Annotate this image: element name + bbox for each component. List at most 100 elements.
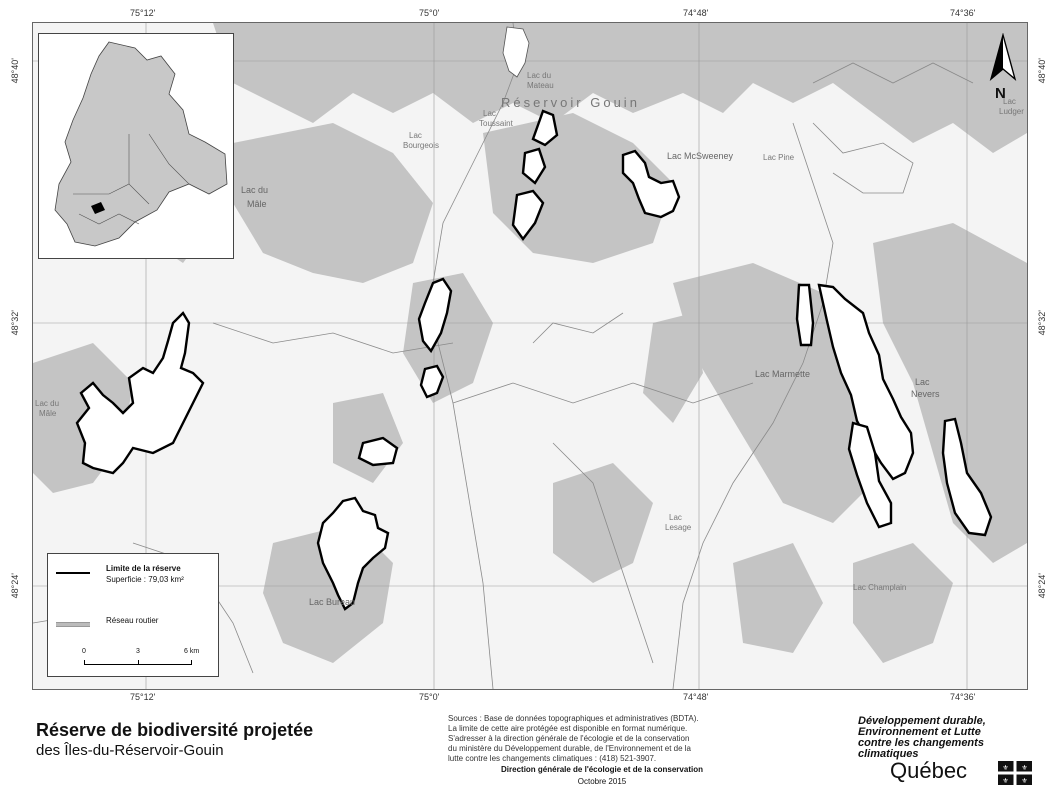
label-lac-marmette: Lac Marmette <box>755 369 811 379</box>
left-coord-2: 48°32' <box>10 310 20 336</box>
direction-generale: Direction générale de l'écologie et de l… <box>501 765 703 774</box>
reservoir-town <box>502 26 530 78</box>
top-coord-2: 75°0' <box>419 8 440 18</box>
map-frame: Réservoir Gouin Lac McSweeney Lac du Mâl… <box>32 22 1028 690</box>
svg-text:⚜: ⚜ <box>1002 777 1008 785</box>
label-lac-du-male: Lac du <box>241 185 269 195</box>
road-3 <box>452 382 754 404</box>
water-north <box>213 23 1027 153</box>
right-coord-2: 48°32' <box>1037 310 1047 336</box>
inset-canvas <box>54 41 228 247</box>
label-lac-toussaint: Lac <box>483 109 496 118</box>
water-strip-2 <box>643 313 703 423</box>
quebec-flag-icon: ⚜ ⚜ ⚜ ⚜ <box>998 761 1032 785</box>
bottom-coord-3: 74°48' <box>683 692 709 702</box>
reserve-north-2 <box>521 147 547 185</box>
inset-location-marker <box>91 202 105 214</box>
legend-road-label: Réseau routier <box>106 616 159 625</box>
reserve-small-south <box>357 436 399 467</box>
label-lac-du-mateau: Lac du <box>527 71 552 80</box>
label-lac-ludger: Lac <box>1003 97 1016 106</box>
water-south-central <box>553 463 653 583</box>
label-lac-du-male-left: Lac du <box>35 399 60 408</box>
label-lac-pine: Lac Pine <box>763 153 795 162</box>
reserve-nevers-main <box>817 283 915 481</box>
source-line: S'adresser à la direction générale de l'… <box>448 734 690 743</box>
svg-text:⚜: ⚜ <box>1002 764 1008 772</box>
reserve-center-1 <box>417 277 453 354</box>
bottom-coord-2: 75°0' <box>419 692 440 702</box>
scale-label-0: 0 <box>82 648 86 655</box>
label-lac-toussaint-2: Toussaint <box>479 119 513 128</box>
label-lac-mcsweeney: Lac McSweeney <box>667 151 734 161</box>
reserve-bureau <box>316 496 390 611</box>
legend-box: Limite de la réserve Superficie : 79,03 … <box>47 553 219 677</box>
top-coord-1: 75°12' <box>130 8 156 18</box>
reserve-north-1 <box>531 109 559 147</box>
north-arrow-icon <box>989 33 1017 81</box>
right-coord-3: 48°24' <box>1037 573 1047 599</box>
label-lac-bourgeois-2: Bourgeois <box>403 141 440 150</box>
water-lac-du-male <box>233 123 433 283</box>
scale-tick-3 <box>138 660 139 665</box>
label-lac-du-male-2: Mâle <box>247 199 267 209</box>
scale-tick-6 <box>191 660 192 665</box>
water-lac-nevers <box>873 223 1027 563</box>
label-lac-nevers-2: Nevers <box>911 389 940 399</box>
legend-boundary-swatch <box>56 572 90 574</box>
reserve-boundaries <box>75 109 993 611</box>
top-coord-4: 74°36' <box>950 8 976 18</box>
sources-block: Sources : Base de données topographiques… <box>448 714 760 764</box>
water-south-east <box>853 543 953 663</box>
north-label: N <box>995 85 1006 102</box>
label-lac-champlain: Lac Champlain <box>853 583 907 592</box>
quebec-province-shape <box>54 41 228 247</box>
reserve-nevers-south <box>847 421 893 529</box>
road-9 <box>532 312 624 344</box>
scale-bar <box>84 660 192 665</box>
label-lac-lesage: Lac <box>669 513 682 522</box>
label-lac-du-mateau-2: Mateau <box>527 81 554 90</box>
north-arrow: N <box>985 33 1021 107</box>
reserve-north-3 <box>511 189 545 242</box>
label-lac-du-male-left-2: Mâle <box>39 409 57 418</box>
svg-text:⚜: ⚜ <box>1021 764 1027 772</box>
map-title: Réserve de biodiversité projetée <box>36 720 314 740</box>
source-line: Sources : Base de données topographiques… <box>448 714 699 723</box>
source-line: La limite de cette aire protégée est dis… <box>448 724 688 733</box>
label-lac-nevers: Lac <box>915 377 930 387</box>
road-4 <box>212 322 454 354</box>
town-outline <box>502 26 530 78</box>
scale-tick-0 <box>84 660 85 665</box>
ministry-name: Développement durable, Environnement et … <box>858 716 986 760</box>
source-line: lutte contre les changements climatiques… <box>448 754 657 763</box>
map-subtitle: des Îles-du-Réservoir-Gouin <box>36 742 224 759</box>
legend-boundary-label: Limite de la réserve <box>106 564 181 573</box>
ministry-line: Environnement et Lutte <box>858 726 981 738</box>
legend-area-label: Superficie : 79,03 km² <box>106 575 184 584</box>
inset-regions <box>73 133 190 225</box>
ministry-line: climatiques <box>858 748 919 760</box>
label-reservoir-gouin: Réservoir Gouin <box>501 95 640 110</box>
bottom-coord-4: 74°36' <box>950 692 976 702</box>
quebec-wordmark: Québec <box>890 758 968 783</box>
ministry-line: Développement durable, <box>858 715 986 727</box>
scale-label-3: 3 <box>136 648 140 655</box>
reserve-east-strip <box>795 283 815 347</box>
label-lac-ludger-2: Ludger <box>999 107 1024 116</box>
road-7 <box>812 62 974 84</box>
inset-region-line-1 <box>73 183 150 205</box>
ministry-line: contre les changements <box>858 737 984 749</box>
road-8 <box>812 122 914 194</box>
inset-region-line-4 <box>78 213 140 225</box>
svg-text:⚜: ⚜ <box>1021 777 1027 785</box>
publication-date: Octobre 2015 <box>577 777 627 786</box>
top-coord-3: 74°48' <box>683 8 709 18</box>
label-lac-lesage-2: Lesage <box>665 523 692 532</box>
right-coord-1: 48°40' <box>1037 58 1047 84</box>
reserve-mcsweeney <box>621 149 681 219</box>
reserve-southeast <box>941 417 993 537</box>
road-5 <box>552 442 654 664</box>
left-coord-3: 48°24' <box>10 573 20 599</box>
